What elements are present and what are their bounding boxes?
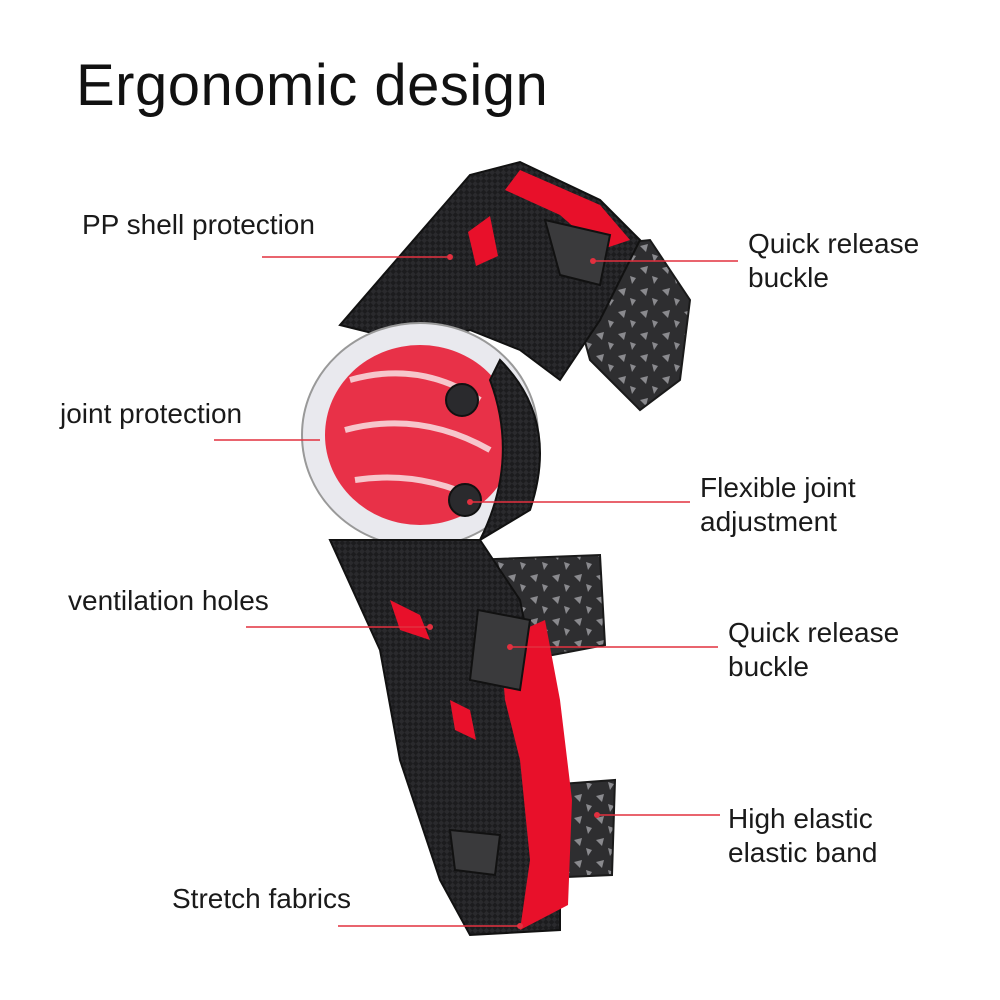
- callout-flexible-joint-line1: Flexible joint: [700, 472, 856, 503]
- callout-quick-release-top: Quick release buckle: [748, 227, 919, 295]
- callout-pp-shell: PP shell protection: [82, 209, 315, 240]
- callout-joint-protection: joint protection: [60, 398, 243, 429]
- callout-elastic-band: High elastic elastic band: [728, 802, 877, 870]
- callout-stretch-fabrics: Stretch fabrics: [172, 883, 351, 914]
- callout-quick-release-top-line1: Quick release: [748, 228, 920, 259]
- callout-flexible-joint: Flexible joint adjustment: [700, 471, 856, 539]
- callout-elastic-band-line1: High elastic: [728, 803, 873, 834]
- callout-elastic-band-line2: elastic band: [728, 837, 878, 868]
- joint-screw-top: [445, 383, 479, 417]
- buckle-mid: [468, 608, 532, 692]
- callout-lines: [214, 256, 738, 927]
- callout-quick-release-mid: Quick release buckle: [728, 616, 899, 684]
- callout-quick-release-top-line2: buckle: [748, 262, 829, 293]
- callout-quick-release-mid-line2: buckle: [728, 651, 809, 682]
- page-title: Ergonomic design: [76, 53, 549, 118]
- vent-hole-2: [450, 700, 476, 740]
- buckle-top: [543, 218, 612, 287]
- vent-hole-1: [390, 600, 430, 640]
- callout-ventilation-holes: ventilation holes: [68, 585, 269, 616]
- joint-screw-bottom: [448, 483, 482, 517]
- upper-shell-red-trim: [505, 170, 630, 250]
- lower-shell-red-trim: [500, 620, 572, 930]
- callout-dots: [427, 254, 600, 929]
- callout-quick-release-mid-line1: Quick release: [728, 617, 900, 648]
- lower-buckle: [448, 828, 502, 877]
- upper-vent: [468, 216, 498, 266]
- callout-flexible-joint-line2: adjustment: [700, 506, 837, 537]
